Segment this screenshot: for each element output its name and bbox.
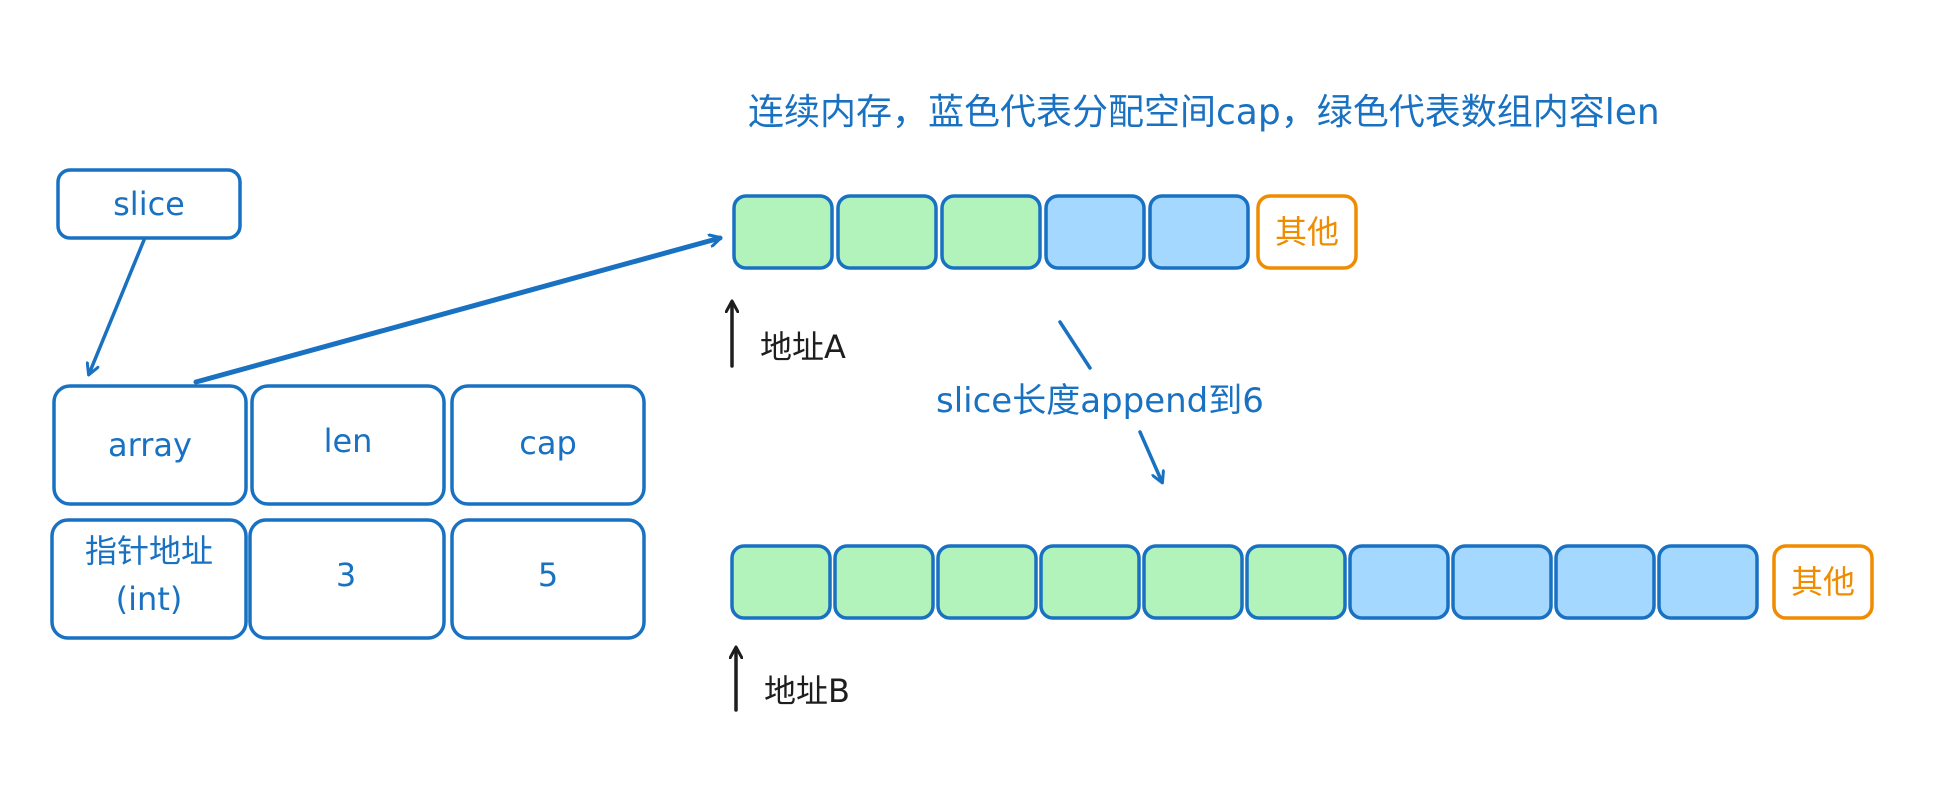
address-b-label: 地址B [764, 672, 850, 710]
header-field-len: len [324, 422, 373, 460]
array-b-cap-cell [1348, 544, 1450, 620]
array-a-len-cell [732, 194, 834, 270]
array-a-len-cell [836, 194, 938, 270]
header-fields-row: array len cap [52, 384, 646, 506]
array-a-cap-cell [1044, 194, 1146, 270]
array-b [730, 544, 1759, 620]
header-field-array: array [108, 426, 192, 464]
append-arrow-bottom [1138, 430, 1162, 482]
header-value-cap-box [450, 518, 646, 640]
array-b-cap-cell [1657, 544, 1759, 620]
array-b-len-cell [730, 544, 832, 620]
array-a-len-cell [940, 194, 1042, 270]
array-a [732, 194, 1250, 270]
slice-label: slice [113, 185, 185, 223]
header-field-cap: cap [519, 424, 577, 462]
array-b-len-cell [1142, 544, 1244, 620]
header-field-cap-box [450, 384, 646, 506]
address-a-label: 地址A [760, 328, 846, 366]
header-values-row: 指针地址 (int) 3 5 [50, 518, 646, 640]
append-label: slice长度append到6 [936, 381, 1264, 421]
array-b-cap-cell [1451, 544, 1553, 620]
array-a-other-label: 其他 [1275, 213, 1339, 251]
array-b-cap-cell [1554, 544, 1656, 620]
header-value-pointer: 指针地址 [85, 532, 213, 570]
header-value-len-box [248, 518, 446, 640]
array-a-other-box [1256, 194, 1358, 270]
header-value-cap: 5 [538, 556, 558, 594]
caption-text: 连续内存，蓝色代表分配空间cap，绿色代表数组内容len [748, 92, 1660, 133]
array-b-len-cell [1039, 544, 1141, 620]
header-value-pointer-box [50, 518, 248, 640]
slice-to-header-arrow [89, 238, 146, 374]
array-b-len-cell [833, 544, 935, 620]
slice-box [56, 168, 242, 240]
pointer-arrow [193, 238, 723, 385]
array-b-len-cell [936, 544, 1038, 620]
append-arrow-top [1058, 320, 1092, 370]
header-field-len-box [250, 384, 446, 506]
array-b-other-box [1772, 544, 1874, 620]
array-b-other-label: 其他 [1791, 563, 1855, 601]
array-b-len-cell [1245, 544, 1347, 620]
header-value-pointer-type: (int) [116, 580, 183, 618]
header-field-array-box [52, 384, 248, 506]
array-a-cap-cell [1148, 194, 1250, 270]
header-value-len: 3 [336, 556, 356, 594]
